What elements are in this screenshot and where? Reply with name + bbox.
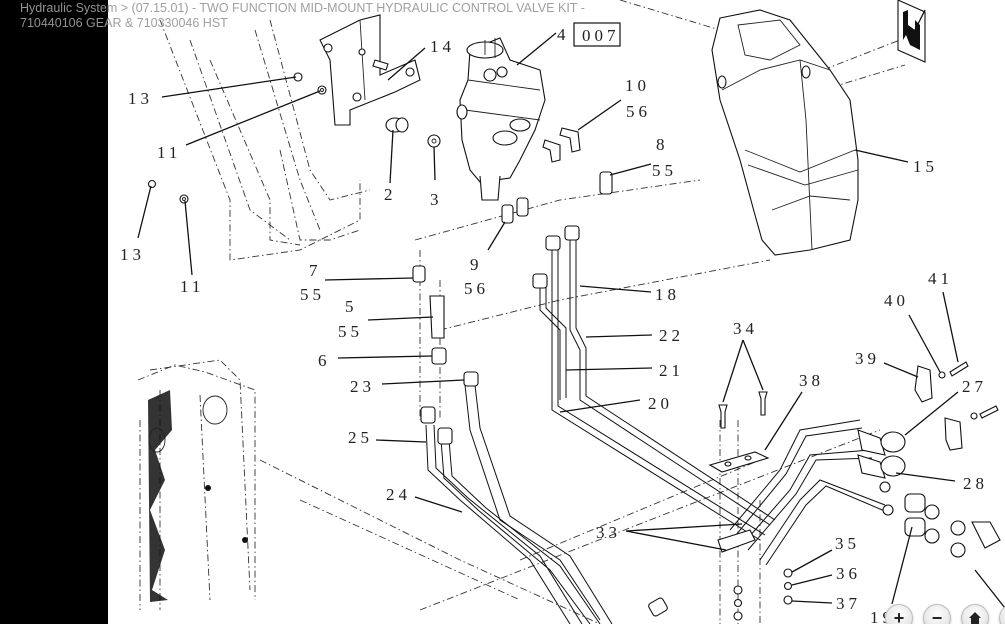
home-icon bbox=[969, 612, 981, 624]
callout-40[interactable]: 40 bbox=[884, 291, 909, 310]
callout-3[interactable]: 3 bbox=[430, 190, 443, 209]
callout-25[interactable]: 25 bbox=[348, 428, 373, 447]
mounting-bracket bbox=[319, 14, 421, 126]
callout-36[interactable]: 36 bbox=[836, 564, 861, 583]
clip-plate-and-nuts bbox=[717, 529, 793, 621]
callout-labels: 13 11 13 11 14 2 3 4 007 10 56 8 55 9 56… bbox=[120, 22, 988, 624]
callout-15[interactable]: 15 bbox=[913, 157, 938, 176]
control-valve bbox=[456, 37, 546, 201]
zoom-controls: + − bbox=[885, 604, 1005, 624]
callout-10[interactable]: 10 bbox=[625, 76, 650, 95]
section-code: (07.15.01) bbox=[131, 1, 189, 15]
page-title-line2: 710440106 GEAR & 710330046 HST bbox=[20, 16, 228, 30]
parts-diagram[interactable]: 13 11 13 11 14 2 3 4 007 10 56 8 55 9 56… bbox=[108, 0, 1005, 624]
callout-11-lower[interactable]: 11 bbox=[180, 277, 204, 296]
callout-20[interactable]: 20 bbox=[648, 394, 673, 413]
bolts-and-plate bbox=[708, 391, 770, 473]
callout-6[interactable]: 6 bbox=[318, 351, 331, 370]
callout-8[interactable]: 8 bbox=[656, 135, 669, 154]
page-title: TWO FUNCTION MID-MOUNT HYDRAULIC CONTROL… bbox=[199, 1, 585, 15]
callout-33[interactable]: 33 bbox=[596, 523, 621, 542]
callout-13-lower[interactable]: 13 bbox=[120, 245, 145, 264]
callout-56-lower[interactable]: 56 bbox=[464, 279, 489, 298]
callout-4[interactable]: 4 bbox=[557, 25, 570, 44]
decal bbox=[897, 0, 926, 63]
callout-7[interactable]: 7 bbox=[309, 261, 322, 280]
callout-14[interactable]: 14 bbox=[430, 37, 455, 56]
reference-box bbox=[573, 22, 621, 47]
zoom-out-button[interactable]: − bbox=[923, 604, 951, 624]
callout-34[interactable]: 34 bbox=[733, 319, 758, 338]
callout-9[interactable]: 9 bbox=[470, 255, 483, 274]
breadcrumb-separator: > bbox=[120, 1, 129, 15]
elbow-fittings bbox=[542, 127, 581, 163]
pipes-left bbox=[420, 371, 668, 624]
straight-fittings bbox=[412, 171, 613, 365]
callout-2[interactable]: 2 bbox=[384, 185, 397, 204]
hardware-small bbox=[147, 72, 441, 204]
callout-11[interactable]: 11 bbox=[157, 143, 181, 162]
callout-56[interactable]: 56 bbox=[626, 102, 651, 121]
callout-5[interactable]: 5 bbox=[345, 297, 358, 316]
callout-21[interactable]: 21 bbox=[659, 361, 684, 380]
callout-27[interactable]: 27 bbox=[962, 377, 987, 396]
transmission-housing bbox=[137, 364, 256, 610]
callout-37[interactable]: 37 bbox=[836, 594, 861, 613]
pipe-assembly bbox=[532, 225, 888, 566]
zoom-in-button[interactable]: + bbox=[885, 604, 913, 624]
left-black-margin bbox=[0, 0, 108, 624]
callout-41[interactable]: 41 bbox=[928, 269, 953, 288]
reference-number[interactable]: 007 bbox=[582, 26, 620, 45]
callout-39[interactable]: 39 bbox=[855, 349, 880, 368]
callout-22[interactable]: 22 bbox=[659, 326, 684, 345]
fender-cover bbox=[711, 9, 859, 256]
callout-55-mid[interactable]: 55 bbox=[300, 285, 325, 304]
home-button[interactable] bbox=[961, 604, 989, 624]
callout-35[interactable]: 35 bbox=[835, 534, 860, 553]
diagram-viewer[interactable]: 13 11 13 11 14 2 3 4 007 10 56 8 55 9 56… bbox=[108, 0, 1005, 624]
fullscreen-button[interactable] bbox=[999, 604, 1005, 624]
clamps bbox=[914, 361, 999, 451]
callout-13[interactable]: 13 bbox=[128, 89, 153, 108]
quick-couplers bbox=[857, 429, 1001, 558]
callout-55[interactable]: 55 bbox=[652, 161, 677, 180]
callout-23[interactable]: 23 bbox=[350, 377, 375, 396]
callout-28[interactable]: 28 bbox=[963, 474, 988, 493]
callout-38[interactable]: 38 bbox=[799, 371, 824, 390]
callout-55-lower[interactable]: 55 bbox=[338, 322, 363, 341]
callout-24[interactable]: 24 bbox=[386, 485, 411, 504]
callout-18[interactable]: 18 bbox=[655, 285, 680, 304]
leader-lines bbox=[137, 9, 1005, 609]
breadcrumb-root[interactable]: Hydraulic System bbox=[20, 1, 118, 15]
minus-icon: − bbox=[931, 607, 943, 624]
breadcrumb: Hydraulic System > (07.15.01) - TWO FUNC… bbox=[20, 1, 585, 30]
chassis-outline bbox=[139, 0, 906, 624]
plus-icon: + bbox=[893, 607, 905, 624]
